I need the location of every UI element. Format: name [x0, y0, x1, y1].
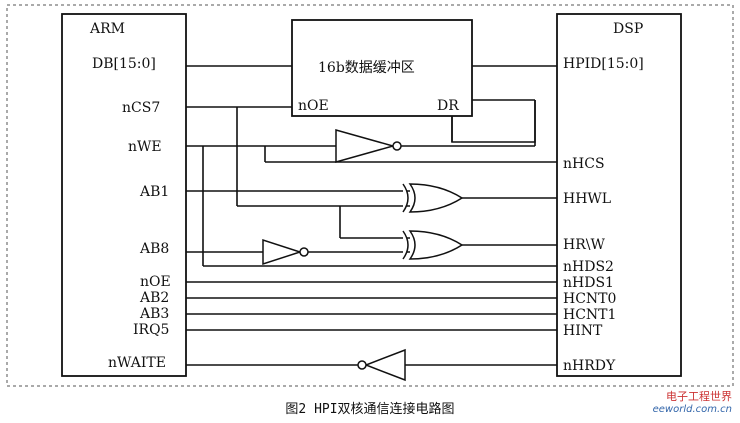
dsp-title: DSP	[613, 21, 643, 37]
buffer-noe-label: nOE	[298, 98, 329, 114]
inverter-nhcs	[335, 129, 402, 163]
dsp-pin-hcnt1: HCNT1	[563, 307, 616, 323]
dsp-pin-hpid: HPID[15:0]	[563, 56, 644, 72]
arm-pin-irq5: IRQ5	[133, 322, 169, 338]
arm-pin-nwe: nWE	[128, 139, 162, 155]
xor-gate-hrw	[402, 230, 464, 260]
arm-pin-ab8: AB8	[139, 241, 169, 257]
data-buffer-title: 16b数据缓冲区	[318, 60, 415, 76]
watermark-logo: 电子工程世界 eeworld.com.cn	[653, 388, 732, 415]
wires	[186, 65, 557, 366]
figure-caption: 图2 HPI双核通信连接电路图	[285, 402, 455, 417]
arm-pin-ab1: AB1	[139, 184, 169, 200]
dsp-pin-hcnt0: HCNT0	[563, 291, 616, 307]
data-buffer-block	[291, 19, 473, 117]
dsp-pin-nhds2: nHDS2	[563, 259, 614, 275]
arm-pin-ab2: AB2	[139, 290, 169, 306]
dsp-pin-nhcs: nHCS	[563, 156, 605, 172]
arm-pin-ab3: AB3	[139, 306, 169, 322]
arm-pin-db: DB[15:0]	[92, 56, 156, 72]
arm-title: ARM	[89, 21, 125, 37]
inverter-nhrdy	[357, 348, 406, 382]
dsp-pin-nhds1: nHDS1	[563, 275, 614, 291]
arm-pin-ncs7: nCS7	[122, 100, 160, 116]
watermark-line1: 电子工程世界	[666, 390, 732, 403]
dsp-pin-nhrdy: nHRDY	[563, 358, 616, 374]
arm-pin-noe: nOE	[140, 274, 171, 290]
arm-block	[61, 13, 187, 377]
arm-pin-nwaite: nWAITE	[108, 355, 166, 371]
figure-frame	[6, 4, 734, 387]
dsp-pin-hhwl: HHWL	[563, 191, 611, 207]
watermark-line2: eeworld.com.cn	[652, 404, 732, 415]
dsp-block	[556, 13, 682, 377]
inverter-ab8	[262, 238, 309, 266]
dsp-pin-hint: HINT	[563, 323, 603, 339]
dsp-pin-hrw: HR\W	[563, 237, 605, 253]
xor-gate-hhwl	[402, 183, 464, 213]
buffer-dr-label: DR	[437, 98, 459, 114]
